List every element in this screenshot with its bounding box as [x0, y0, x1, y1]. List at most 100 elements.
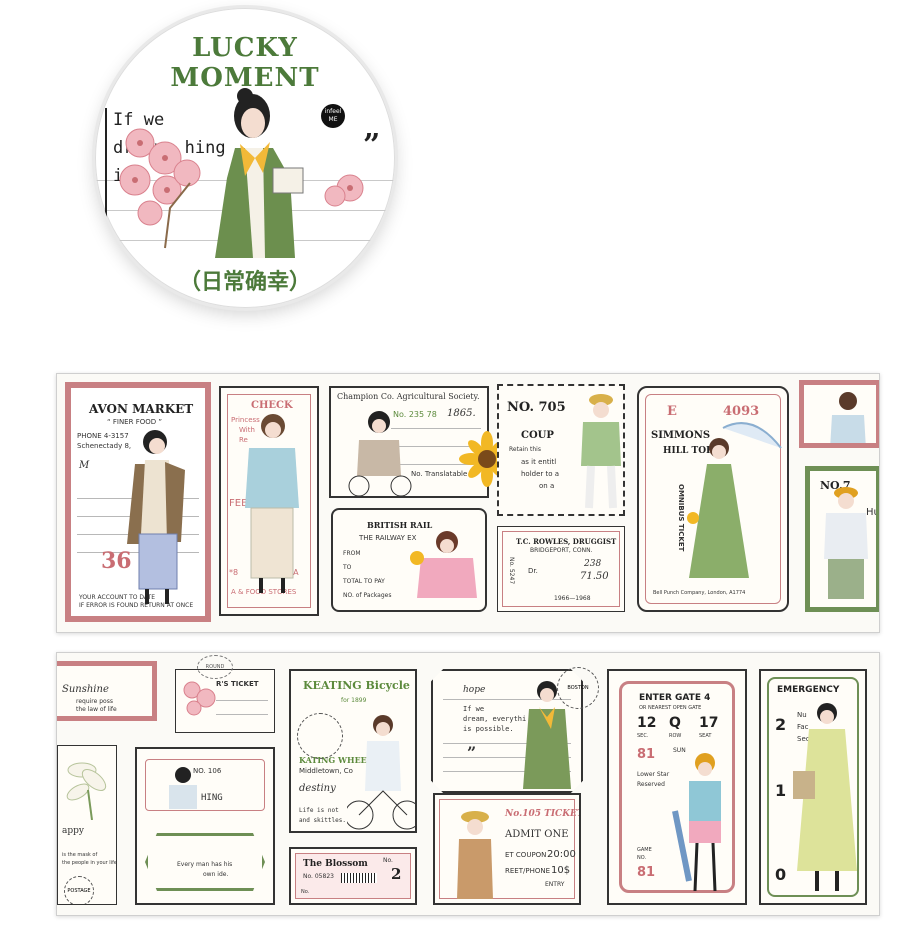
- british-title: BRITISH RAIL: [367, 520, 433, 530]
- enter-game: GAME: [637, 847, 652, 853]
- champion-year: 1865.: [447, 408, 476, 419]
- coupon-line4: on a: [539, 482, 555, 490]
- rowles-ticket: T.C. ROWLES, DRUGGIST BRIDGEPORT, CONN. …: [497, 526, 625, 612]
- blossom-title: The Blossom: [303, 859, 368, 869]
- avon-m: M: [79, 460, 90, 471]
- check-title: CHECK: [251, 400, 293, 411]
- brand-line2: ME: [328, 116, 338, 123]
- enter-num: 81: [637, 747, 656, 762]
- girl-figure-icon: [581, 394, 621, 509]
- postmark-stamp-icon: [297, 713, 343, 759]
- omnibus-letter: E: [667, 404, 677, 419]
- tape-strip-2: Sunshine require poss the law of life ap…: [56, 652, 880, 916]
- emergency-ticket: EMERGENCY 2 1 0 Nu Fac Sec: [759, 669, 867, 905]
- coupon-ticket: NO. 705 COUP Retain this as it entitl ho…: [497, 384, 625, 516]
- blossom-no-label: No.: [383, 857, 393, 864]
- keating-line1: Life is not: [299, 807, 339, 814]
- rs-ticket: R'S TICKET: [175, 669, 275, 733]
- check-line2: With: [239, 426, 255, 434]
- every-line1: Every man has his: [177, 861, 233, 868]
- roll-title-line2: MOMENT: [170, 63, 320, 93]
- avon-footer1: YOUR ACCOUNT TO DATE: [79, 594, 155, 601]
- enter-num2: 81: [637, 865, 656, 880]
- sunshine-title: Sunshine: [62, 684, 109, 695]
- blossom-ticket: The Blossom No. No. 05823 2 No.: [289, 847, 417, 905]
- ticket105-time: 20:00: [547, 849, 576, 860]
- enter-no: NO.: [637, 855, 647, 861]
- girl-figure-icon: [347, 715, 415, 830]
- avon-phone: PHONE 4-3157: [77, 432, 129, 440]
- avon-footer2: IF ERROR IS FOUND RETURN AT ONCE: [79, 602, 194, 609]
- avon-market-ticket: AVON MARKET “ FINER FOOD ” PHONE 4-3157 …: [65, 382, 211, 622]
- enter-row1a: 12: [637, 715, 657, 731]
- enter-reserved: Reserved: [637, 781, 665, 788]
- keating-title: KEATING Bicycle: [303, 679, 410, 692]
- rowles-title: T.C. ROWLES, DRUGGIST: [516, 537, 617, 546]
- postmark-stamp-icon: POSTAGE: [64, 876, 94, 904]
- british-to: TO: [343, 564, 352, 571]
- british-total: TOTAL TO PAY: [343, 578, 385, 585]
- coupon-title: COUP: [521, 430, 554, 441]
- rowles-v2: 71.50: [580, 571, 609, 582]
- girl-figure-icon: [245, 414, 299, 593]
- ticket105-entry: ENTRY: [545, 881, 565, 888]
- check-foot: A & FOOD STORES: [231, 588, 297, 596]
- enter-sub: OR NEAREST OPEN GATE: [639, 705, 702, 711]
- champion-translate: No. Translatable: [411, 470, 468, 478]
- avon-number: 36: [101, 548, 132, 574]
- blossom-no: No. 05823: [303, 873, 334, 880]
- cherry-blossom-icon: [183, 681, 216, 716]
- roll-left-bar: [105, 108, 107, 238]
- enter-row: ROW: [669, 733, 682, 739]
- emergency-fac: Fac: [797, 723, 809, 731]
- check-num: *8: [229, 568, 239, 577]
- keating-year: for 1899: [341, 697, 367, 704]
- keating-destiny: destiny: [299, 783, 336, 794]
- british-sub: THE RAILWAY EX: [359, 534, 417, 542]
- rowles-dr: Dr.: [528, 567, 538, 575]
- keating-city: Middletown, Co: [299, 767, 353, 775]
- sunshine-line1: require poss: [76, 698, 113, 705]
- emergency-n2: 1: [775, 781, 787, 800]
- check-line3: Re: [239, 436, 248, 444]
- ticket105-title: No.105 TICKET: [505, 809, 581, 819]
- roll-illustration: [119, 88, 364, 258]
- british-packages: NO. of Packages: [343, 592, 392, 599]
- tape-roll: LUCKY MOMENT If we dr eve hing i ” infee…: [95, 8, 395, 308]
- no7-hu: Hu: [866, 507, 880, 518]
- postmark-stamp-icon: ROUND: [197, 655, 233, 679]
- no7-ticket: NO.7 Hu: [805, 466, 880, 612]
- roll-title-line1: LUCKY: [192, 33, 298, 63]
- champion-title: Champion Co. Agricultural Society.: [337, 392, 480, 401]
- happy-text: appy: [62, 826, 84, 836]
- avon-sub: “ FINER FOOD ”: [107, 418, 162, 426]
- people-line2: the people in your life: [62, 860, 117, 866]
- ticket105-price: 10$: [551, 865, 571, 876]
- corner-ticket: [799, 380, 879, 448]
- girl-figure-icon: [215, 88, 304, 258]
- girl-figure-icon: [457, 811, 493, 899]
- lily-flower-icon: [66, 762, 107, 820]
- enter-lower: Lower Star: [637, 771, 670, 778]
- roll-quote-line1: If we: [113, 110, 165, 130]
- no106-no: NO. 106: [193, 767, 222, 775]
- enter-row1b: Q: [669, 715, 681, 731]
- omnibus-ticket: E 4093 SIMMONS s. HILL TOP OMNIBUS TICKE…: [637, 386, 789, 612]
- roll-quote-mark: ”: [363, 128, 381, 163]
- enter-row1c: 17: [699, 715, 719, 731]
- enter-title: ENTER GATE 4: [639, 693, 711, 703]
- rowles-years: 1966—1968: [554, 595, 591, 602]
- tape-strip-1: AVON MARKET “ FINER FOOD ” PHONE 4-3157 …: [56, 373, 880, 633]
- coupon-line3: holder to a: [521, 470, 560, 478]
- coupon-line2: as it entitl: [521, 458, 557, 466]
- blossom-num: 2: [391, 865, 402, 883]
- rs-title: R'S TICKET: [216, 680, 259, 688]
- girl-figure-icon: [793, 703, 857, 891]
- girl-figure-icon: [687, 422, 782, 578]
- sunshine-ticket: Sunshine require poss the law of life: [57, 661, 157, 721]
- avon-city: Schenectady 8,: [77, 442, 132, 450]
- girl-figure-icon: [523, 681, 571, 789]
- keating-line2: and skittles.: [299, 817, 346, 824]
- no106-text: HING: [201, 793, 223, 803]
- roll-subtitle: （日常确幸）: [178, 269, 311, 295]
